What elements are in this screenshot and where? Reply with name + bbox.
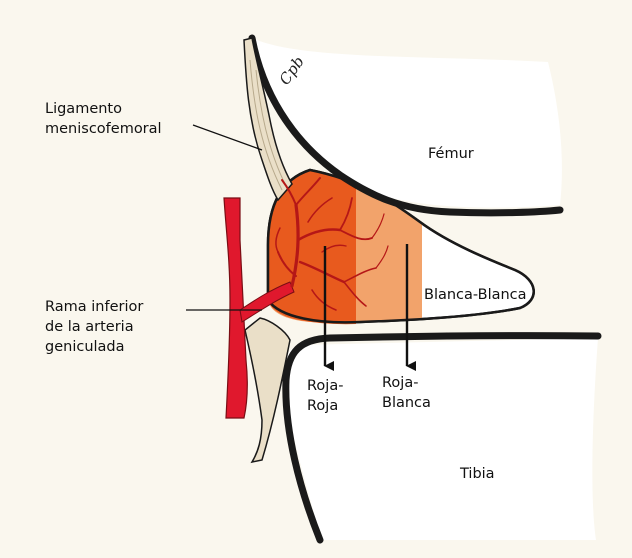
roja-roja-line-1: Roja- — [307, 376, 343, 396]
rama-line-2: de la arteria — [45, 317, 143, 337]
ligament-leader-line — [193, 125, 262, 150]
tibia-region — [282, 338, 598, 540]
rama-line-1: Rama inferior — [45, 297, 143, 317]
roja-blanca-label: Roja- Blanca — [382, 373, 431, 413]
femur-label: Fémur — [428, 144, 474, 164]
tibia-label: Tibia — [460, 464, 495, 484]
roja-blanca-line-2: Blanca — [382, 393, 431, 413]
ligamento-label: Ligamento meniscofemoral — [45, 99, 162, 139]
roja-blanca-line-1: Roja- — [382, 373, 431, 393]
blanca-blanca-label: Blanca-Blanca — [424, 285, 527, 305]
rama-label: Rama inferior de la arteria geniculada — [45, 297, 143, 357]
ligamento-line-2: meniscofemoral — [45, 119, 162, 139]
ligamento-line-1: Ligamento — [45, 99, 162, 119]
rama-line-3: geniculada — [45, 337, 143, 357]
roja-roja-label: Roja- Roja — [307, 376, 343, 416]
roja-roja-line-2: Roja — [307, 396, 343, 416]
